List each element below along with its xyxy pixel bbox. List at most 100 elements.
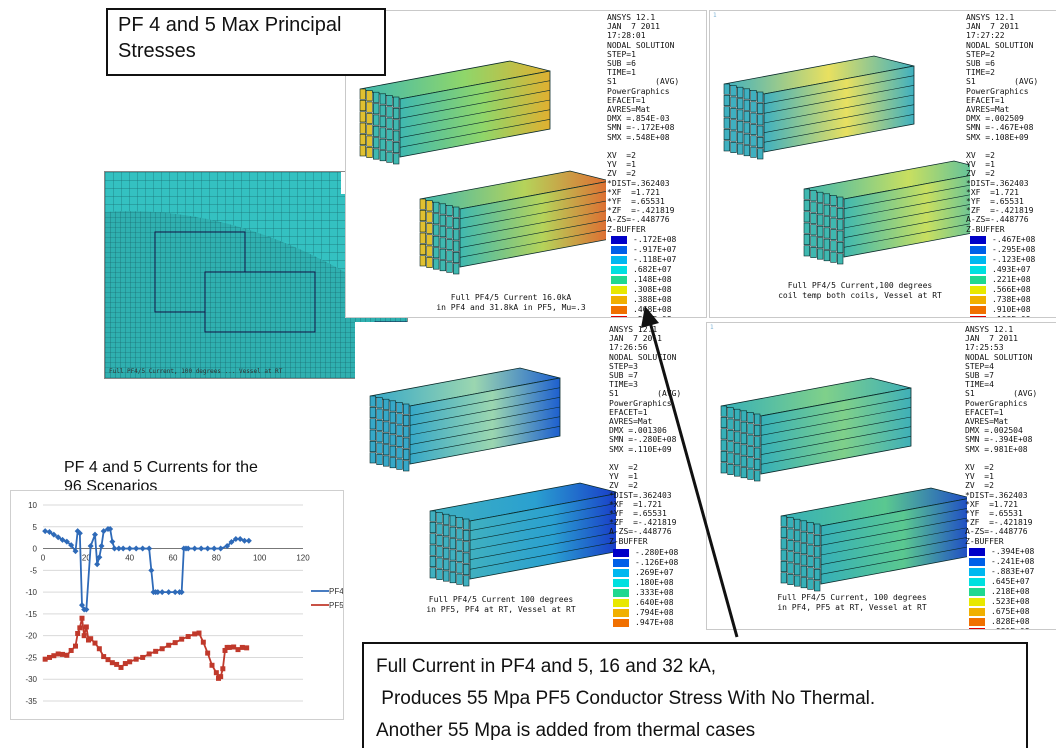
legend-line: *XF =1.721 — [966, 187, 1019, 197]
x-tick-label: 100 — [253, 554, 267, 563]
y-tick-label: -15 — [25, 610, 37, 619]
title-line-1: PF 4 and 5 Max Principal — [118, 14, 342, 36]
legend-line: ZV =2 — [966, 169, 995, 179]
pf4-point — [148, 567, 155, 574]
beam-render-step1 — [359, 60, 606, 275]
scale-value: .388E+08 — [633, 295, 672, 304]
legend-line: SMX =.981E+08 — [965, 444, 1028, 454]
legend-line: EFACET=1 — [609, 407, 648, 417]
legend-line: SMN =-.394E+08 — [965, 435, 1033, 445]
legend-line: STEP=1 — [607, 49, 636, 59]
pf5-point — [205, 650, 211, 656]
scale-swatch — [611, 306, 627, 314]
pf4-point — [59, 536, 66, 543]
pf5-point — [192, 631, 198, 637]
pf5-point — [218, 674, 224, 680]
scale-swatch — [970, 316, 986, 317]
legend-line: PowerGraphics — [965, 398, 1028, 408]
legend-line: ZV =2 — [609, 481, 638, 491]
pf4-point — [42, 528, 49, 535]
pf5-point — [79, 615, 85, 621]
mesh-view-drawing — [105, 172, 407, 378]
currents-title-line-1: PF 4 and 5 Currents for the — [64, 459, 258, 476]
scale-value: .640E+08 — [635, 598, 674, 607]
scale-value: .566E+08 — [992, 285, 1031, 294]
mesh-caption: Full PF4/5 Current, 100 degrees ... Vess… — [109, 368, 283, 375]
pf5-point — [127, 659, 133, 665]
legend-line: *ZF =-.421819 — [609, 518, 677, 528]
summary-callout: Full Current in PF4 and 5, 16 and 32 kA,… — [362, 642, 1028, 748]
legend-line: AVRES=Mat — [607, 105, 651, 115]
summary-line-2: Produces 55 Mpa PF5 Conductor Stress Wit… — [376, 688, 876, 709]
corner-mark-step2: 1 — [713, 12, 717, 19]
scale-value: .468E+08 — [633, 305, 672, 314]
beam-render-step4 — [720, 377, 967, 592]
pf5-point — [92, 640, 98, 646]
scale-swatch — [970, 266, 986, 274]
scale-swatch — [613, 589, 629, 597]
x-tick-label: 40 — [125, 554, 134, 563]
scale-value: .548E+08 — [633, 315, 672, 317]
legend-line: Z-BUFFER — [609, 536, 648, 546]
pf5-point — [88, 636, 94, 642]
pf5-point — [159, 646, 165, 652]
legend-line: YV =1 — [965, 472, 994, 482]
scale-value: -.280E+08 — [635, 548, 679, 557]
scale-swatch — [613, 609, 629, 617]
pf5-point — [75, 630, 81, 636]
scale-swatch — [969, 608, 985, 616]
legend-line — [607, 142, 679, 151]
legend-line: *ZF =-.421819 — [966, 206, 1034, 216]
scale-swatch — [611, 296, 627, 304]
legend-line: SUB =6 — [966, 59, 995, 69]
x-tick-label: 0 — [41, 554, 46, 563]
legend-line: YV =1 — [966, 160, 995, 170]
scale-value: .645E+07 — [991, 577, 1030, 586]
scale-swatch — [611, 276, 627, 284]
scale-value: .333E+08 — [635, 588, 674, 597]
scale-swatch — [969, 598, 985, 606]
legend-line: *ZF =-.421819 — [607, 206, 675, 216]
scale-swatch — [613, 549, 629, 557]
pf5-point — [220, 666, 226, 672]
pf5-point — [77, 625, 83, 631]
legend-line: SMX =.110E+09 — [609, 444, 672, 454]
legend-line: XV =2 — [609, 463, 638, 473]
scale-swatch — [611, 246, 627, 254]
scale-swatch — [613, 569, 629, 577]
title-line-2: Stresses — [118, 40, 196, 62]
scale-swatch — [969, 558, 985, 566]
legend-line: SUB =7 — [965, 371, 994, 381]
legend-line: S1 (AVG) — [609, 389, 682, 399]
pf5-point — [179, 636, 185, 642]
legend-line: 17:25:53 — [965, 343, 1004, 353]
pf4-point — [107, 525, 114, 532]
scale-value: .180E+08 — [635, 578, 674, 587]
legend-line: 17:28:01 — [607, 31, 646, 41]
pf4-point — [83, 606, 90, 613]
scale-swatch — [611, 316, 627, 317]
pf4-point — [232, 535, 239, 542]
legend-line: XV =2 — [607, 151, 636, 161]
pf5-point — [109, 660, 115, 666]
x-tick-label: 120 — [296, 554, 310, 563]
pf4-point — [98, 542, 105, 549]
scale-swatch — [613, 599, 629, 607]
legend-line: ANSYS 12.1 — [607, 13, 656, 22]
scale-value: -.118E+07 — [633, 255, 677, 264]
scale-swatch — [970, 246, 986, 254]
legend-line: AVRES=Mat — [966, 105, 1010, 115]
pf5-point — [81, 633, 87, 639]
scale-value: -.172E+08 — [633, 235, 677, 244]
legend-line: STEP=4 — [965, 361, 994, 371]
pf5-point — [146, 651, 152, 657]
legend-line: *DIST=.362403 — [607, 178, 670, 188]
legend-line: PowerGraphics — [607, 86, 670, 96]
pf5-point — [185, 634, 191, 640]
pf4-point — [204, 545, 211, 552]
legend-line: Z-BUFFER — [607, 224, 646, 234]
pf4-point — [92, 531, 98, 538]
